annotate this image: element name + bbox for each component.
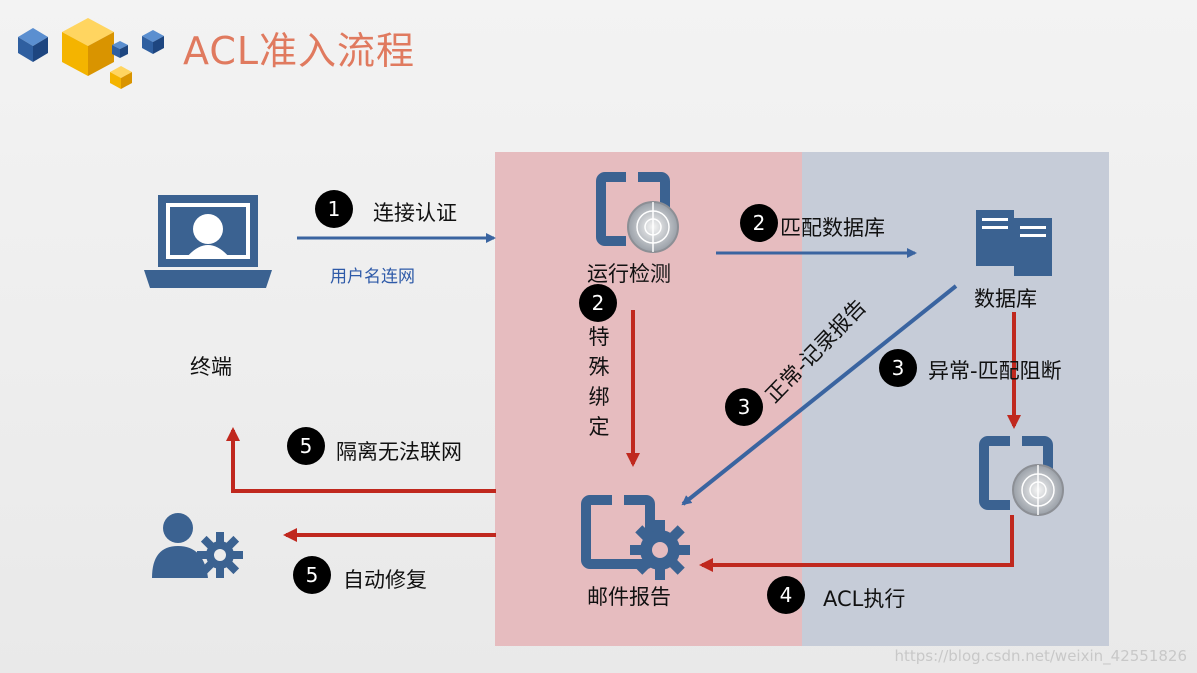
step-label-auto-repair: 自动修复 <box>343 568 427 592</box>
arrow-acl-execute <box>699 515 1014 572</box>
runtime-check-label: 运行检测 <box>587 262 671 286</box>
arrow-isolate <box>226 427 496 493</box>
laptop-user-icon <box>144 195 272 288</box>
step-label-isolate: 隔离无法联网 <box>336 440 462 464</box>
step-badge-3b: 3 <box>879 349 917 387</box>
runtime-check-icon <box>596 167 679 253</box>
logo-cubes-icon <box>18 18 164 89</box>
user-gear-icon <box>152 513 243 578</box>
step-badge-1: 1 <box>315 190 353 228</box>
database-label: 数据库 <box>974 287 1037 311</box>
mail-report-icon <box>581 490 690 580</box>
step-badge-5b: 5 <box>293 556 331 594</box>
database-server-icon <box>976 210 1052 276</box>
step-label-connect-auth: 连接认证 <box>373 201 457 225</box>
step-badge-4: 4 <box>767 576 805 614</box>
watermark: https://blog.csdn.net/weixin_42551826 <box>894 647 1187 665</box>
step-badge-2b: 2 <box>579 284 617 322</box>
acl-block-icon <box>979 431 1064 516</box>
step-label-match-database: 匹配数据库 <box>780 216 885 240</box>
step-label-special-binding: 特殊绑定 <box>588 325 610 439</box>
step-sublabel-username: 用户名连网 <box>330 267 415 287</box>
terminal-label: 终端 <box>190 355 232 379</box>
step-label-acl-execute: ACL执行 <box>823 587 906 611</box>
page-title: ACL准入流程 <box>183 29 416 73</box>
step-badge-2a: 2 <box>740 204 778 242</box>
step-badge-3a: 3 <box>725 388 763 426</box>
step-label-abnormal-block: 异常-匹配阻断 <box>928 359 1062 383</box>
mail-report-label: 邮件报告 <box>587 585 671 609</box>
arrow-normal-record <box>681 284 958 506</box>
step-badge-5a: 5 <box>287 427 325 465</box>
